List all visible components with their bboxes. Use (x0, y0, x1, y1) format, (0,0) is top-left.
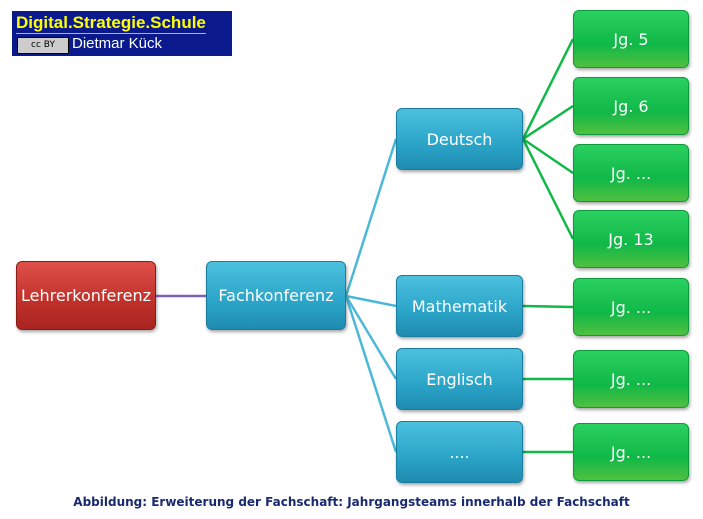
logo-author: Dietmar Kück (72, 35, 163, 52)
node-deutsch: Deutsch (396, 108, 523, 170)
node-year: Jg. 6 (573, 77, 689, 135)
node-mathematik: Mathematik (396, 275, 523, 337)
node-year: Jg. ... (573, 278, 689, 336)
logo-title: Digital.Strategie.Schule (16, 13, 206, 34)
year-connectors (521, 38, 575, 454)
node-more-subjects: .... (396, 421, 523, 483)
node-englisch: Englisch (396, 348, 523, 410)
node-lehrerkonferenz: Lehrerkonferenz (16, 261, 156, 330)
node-year: Jg. ... (573, 144, 689, 202)
fach-connectors (344, 138, 398, 453)
logo: Digital.Strategie.Schule cc BY Dietmar K… (12, 11, 232, 56)
node-year: Jg. 13 (573, 210, 689, 268)
node-year: Jg. ... (573, 350, 689, 408)
cc-license-icon: cc BY (17, 37, 69, 54)
node-fachkonferenz: Fachkonferenz (206, 261, 346, 330)
node-year: Jg. ... (573, 423, 689, 481)
caption: Abbildung: Erweiterung der Fachschaft: J… (73, 495, 630, 509)
node-year: Jg. 5 (573, 10, 689, 68)
